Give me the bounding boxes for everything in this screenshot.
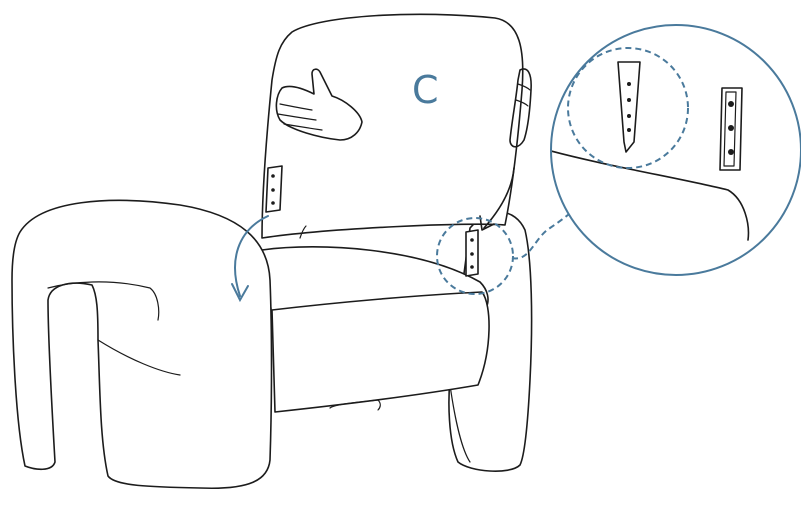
zoom-detail bbox=[540, 25, 801, 275]
left-armrest bbox=[12, 200, 272, 488]
backrest-bracket bbox=[266, 166, 282, 212]
step-label: C bbox=[412, 68, 439, 112]
arm-bracket bbox=[466, 230, 478, 276]
seat-cushion bbox=[262, 247, 489, 412]
backrest-cushion bbox=[262, 14, 523, 238]
